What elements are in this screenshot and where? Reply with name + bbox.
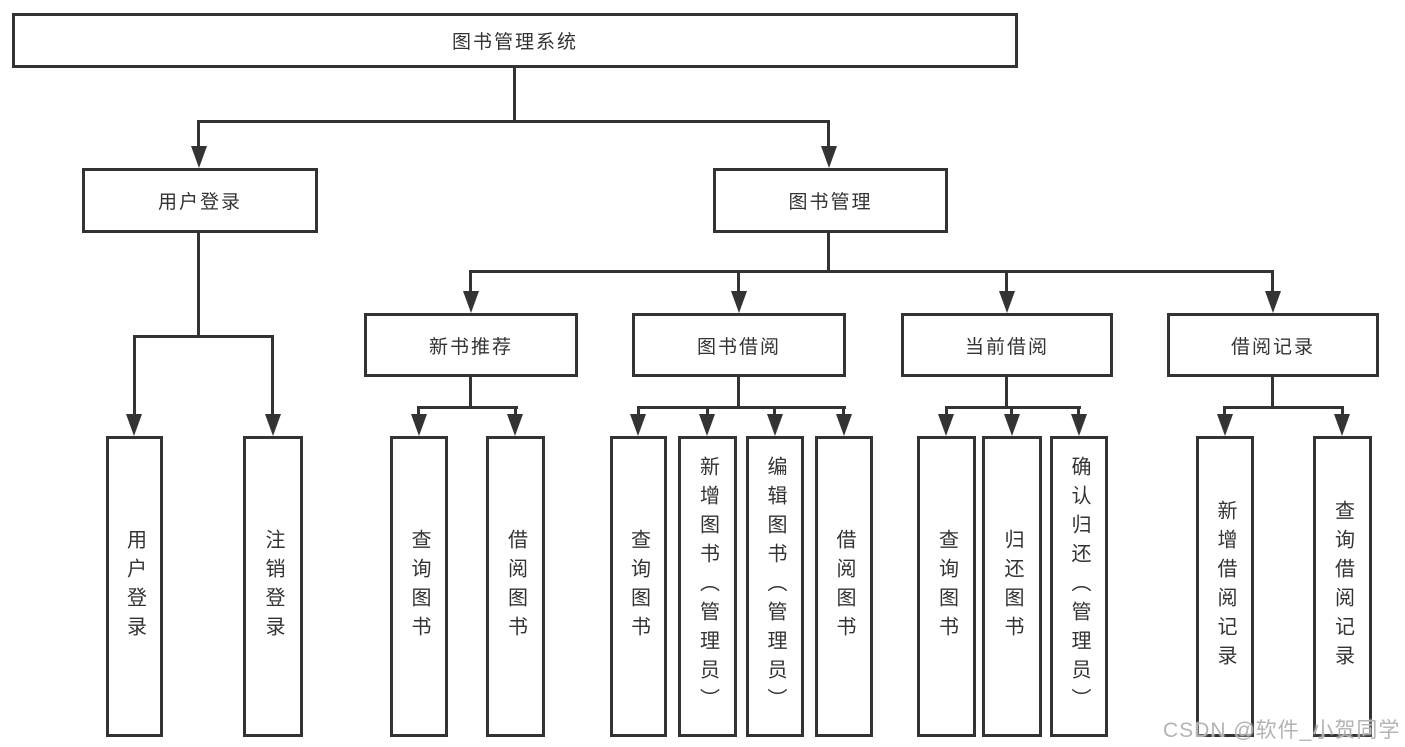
leaf-query-borrow-record: 查询借阅记录 [1313, 436, 1372, 737]
connector-sec1-rail [417, 406, 518, 409]
arrowhead-sec1 [463, 291, 479, 313]
connector-sec4-rail [1223, 406, 1344, 409]
connector-sec2-c2-drop [706, 406, 709, 416]
connector-sec4-stem [1271, 377, 1274, 408]
connector-level2-rail [197, 120, 830, 123]
arrowhead-sec2-c3 [767, 414, 783, 436]
arrowhead-sec2 [731, 291, 747, 313]
connector-login-child2-drop [271, 335, 274, 415]
arrowhead-sec3 [999, 291, 1015, 313]
node-new-book-recommend-label: 新书推荐 [428, 336, 513, 358]
arrowhead-login [191, 146, 207, 168]
connector-login-rail [133, 335, 274, 338]
leaf-query-borrow-record-label: 查询借阅记录 [1331, 499, 1354, 674]
connector-sec1-stem [469, 377, 472, 408]
arrowhead-sec3-c3 [1071, 414, 1087, 436]
connector-sec2-rail [637, 406, 846, 409]
arrowhead-sec1-c1 [411, 414, 427, 436]
connector-sec1-c2-drop [514, 406, 517, 416]
leaf-add-borrow-record-label: 新增借阅记录 [1214, 499, 1236, 674]
leaf-add-book-admin-label: 新增图书（管理员） [696, 456, 719, 717]
leaf-recommend-borrow-book-label: 借阅图书 [504, 528, 527, 645]
leaf-user-login-label: 用户登录 [123, 528, 146, 645]
arrowhead-sec3-c1 [938, 414, 954, 436]
arrowhead-login-child1 [126, 414, 142, 436]
connector-sec3-c3-drop [1077, 406, 1080, 416]
connector-level3-rail [469, 270, 1273, 273]
node-root: 图书管理系统 [12, 13, 1018, 68]
node-current-borrow-label: 当前借阅 [964, 336, 1049, 358]
leaf-recommend-query-book: 查询图书 [390, 436, 448, 737]
connector-sec1-drop [469, 270, 472, 292]
connector-sec4-c2-drop [1341, 406, 1344, 416]
leaf-user-login: 用户登录 [106, 436, 163, 737]
connector-sec3-stem [1005, 377, 1008, 408]
arrowhead-sec2-c1 [630, 414, 646, 436]
leaf-add-book-admin: 新增图书（管理员） [678, 436, 737, 737]
connector-mgmt-drop [827, 120, 830, 148]
connector-sec4-drop [1271, 270, 1274, 292]
arrowhead-sec3-c2 [1004, 414, 1020, 436]
connector-sec2-stem [737, 377, 740, 408]
connector-login-child1-drop [133, 335, 136, 415]
node-book-borrow-label: 图书借阅 [696, 336, 781, 358]
leaf-recommend-borrow-book: 借阅图书 [486, 436, 545, 737]
node-borrow-record: 借阅记录 [1167, 313, 1379, 377]
arrowhead-mgmt [821, 146, 837, 168]
connector-sec1-c1-drop [417, 406, 420, 416]
leaf-logout-label: 注销登录 [262, 528, 284, 645]
leaf-borrow-query-book-label: 查询图书 [627, 528, 650, 645]
node-new-book-recommend: 新书推荐 [364, 313, 578, 377]
leaf-return-book-label: 归还图书 [1001, 528, 1023, 645]
connector-sec3-c2-drop [1010, 406, 1013, 416]
connector-sec3-rail [945, 406, 1081, 409]
node-book-management-label: 图书管理 [788, 192, 873, 213]
leaf-add-borrow-record: 新增借阅记录 [1196, 436, 1254, 737]
connector-login-stem [197, 233, 200, 337]
leaf-edit-book-admin: 编辑图书（管理员） [746, 436, 804, 737]
node-borrow-record-label: 借阅记录 [1230, 336, 1315, 358]
leaf-current-query-book-label: 查询图书 [935, 528, 958, 645]
arrowhead-sec2-c4 [836, 414, 852, 436]
leaf-edit-book-admin-label: 编辑图书（管理员） [764, 456, 786, 717]
leaf-logout: 注销登录 [243, 436, 303, 737]
connector-sec2-drop [737, 270, 740, 292]
leaf-recommend-query-book-label: 查询图书 [408, 528, 430, 645]
connector-sec3-c1-drop [945, 406, 948, 416]
connector-mgmt-stem [827, 233, 830, 272]
node-root-label: 图书管理系统 [451, 32, 578, 53]
arrowhead-sec4 [1265, 291, 1281, 313]
connector-login-drop [197, 120, 200, 148]
node-user-login-label: 用户登录 [157, 192, 242, 213]
leaf-borrow-query-book: 查询图书 [610, 436, 667, 737]
connector-sec2-c3-drop [773, 406, 776, 416]
connector-sec2-c4-drop [842, 406, 845, 416]
node-current-borrow: 当前借阅 [901, 313, 1113, 377]
arrowhead-sec1-c2 [507, 414, 523, 436]
csdn-watermark: CSDN @软件_小贺同学 [1163, 719, 1401, 742]
arrowhead-sec4-c2 [1334, 414, 1350, 436]
leaf-confirm-return-admin-label: 确认归还（管理员） [1068, 456, 1090, 717]
leaf-borrow-book-label: 借阅图书 [833, 528, 855, 645]
leaf-return-book: 归还图书 [982, 436, 1042, 737]
connector-sec4-c1-drop [1223, 406, 1226, 416]
connector-root-stem [513, 68, 516, 122]
node-book-borrow: 图书借阅 [632, 313, 846, 377]
node-book-management: 图书管理 [713, 168, 948, 233]
node-user-login: 用户登录 [82, 168, 318, 233]
arrowhead-sec4-c1 [1217, 414, 1233, 436]
leaf-confirm-return-admin: 确认归还（管理员） [1050, 436, 1108, 737]
connector-sec2-c1-drop [637, 406, 640, 416]
connector-sec3-drop [1005, 270, 1008, 292]
leaf-current-query-book: 查询图书 [917, 436, 976, 737]
arrowhead-sec2-c2 [699, 414, 715, 436]
leaf-borrow-book: 借阅图书 [815, 436, 873, 737]
arrowhead-login-child2 [265, 414, 281, 436]
